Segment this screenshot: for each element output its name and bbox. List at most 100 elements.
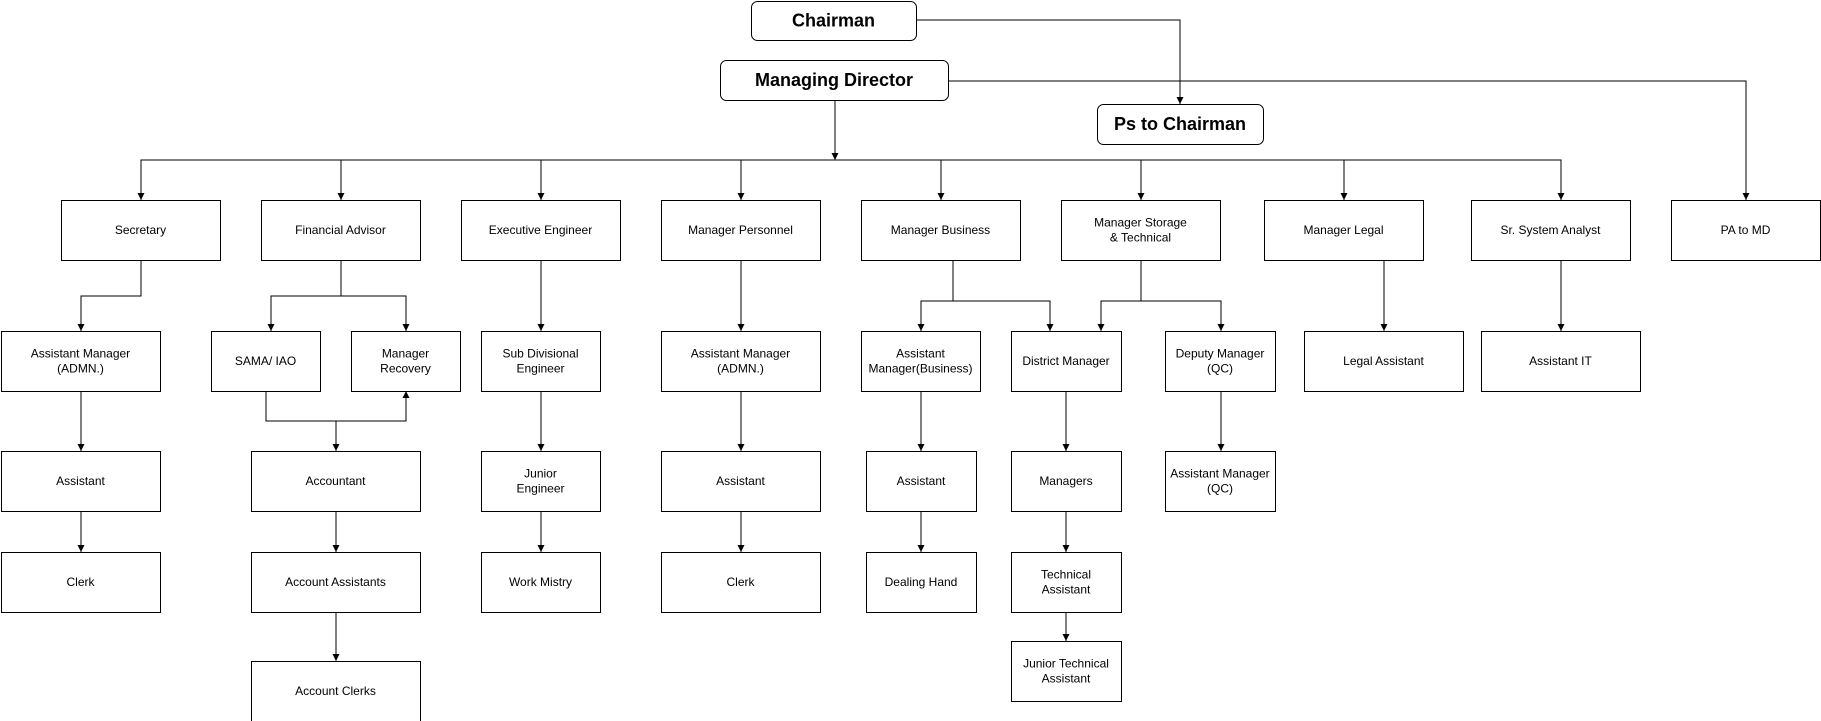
node-label: (ADMN.) [717, 362, 764, 376]
node-dm: District Manager [1011, 331, 1122, 392]
connector-fa-to-sama [267, 260, 342, 331]
node-box [481, 552, 601, 613]
node-box [861, 200, 1021, 261]
node-mb: Manager Business [861, 200, 1021, 261]
node-box [1, 331, 161, 392]
node-label: Clerk [66, 575, 95, 589]
node-mb-asst: Assistant [866, 451, 977, 512]
node-sec-asst: Assistant [1, 451, 161, 512]
node-label: Assistant [1042, 583, 1091, 597]
node-box [861, 331, 981, 392]
node-label: Manager Storage [1094, 216, 1187, 230]
node-box [720, 60, 949, 101]
node-box [251, 451, 421, 512]
node-label: Technical [1041, 568, 1091, 582]
node-amqc: Assistant Manager(QC) [1165, 451, 1276, 512]
node-label: Assistant Manager [31, 347, 130, 361]
node-label: Clerk [726, 575, 755, 589]
node-label: (ADMN.) [57, 362, 104, 376]
node-box [1481, 331, 1641, 392]
node-pamd: PA to MD [1671, 200, 1821, 261]
node-box [1061, 200, 1221, 261]
node-box [751, 1, 917, 41]
connector-chairman-to-ps [916, 19, 1184, 104]
node-box [1011, 641, 1122, 702]
node-box [661, 200, 821, 261]
node-secretary: Secretary [61, 200, 221, 261]
node-box [351, 331, 461, 392]
node-sama: SAMA/ IAO [211, 331, 321, 392]
node-box [1165, 331, 1276, 392]
node-label: Ps to Chairman [1114, 114, 1246, 134]
node-label: Dealing Hand [885, 575, 958, 589]
node-box [1, 451, 161, 512]
node-sec-clerk: Clerk [1, 552, 161, 613]
node-label: Sr. System Analyst [1500, 223, 1601, 237]
node-label: Chairman [792, 11, 875, 31]
node-dh: Dealing Hand [866, 552, 977, 613]
node-mp-clerk: Clerk [661, 552, 821, 613]
node-box [1264, 200, 1424, 261]
node-managers: Managers [1011, 451, 1122, 512]
node-fa: Financial Advisor [261, 200, 421, 261]
node-box [251, 552, 421, 613]
node-box [1471, 200, 1631, 261]
node-label: Assistant Manager [1170, 467, 1269, 481]
node-mst: Manager Storage& Technical [1061, 200, 1221, 261]
node-box [1011, 552, 1122, 613]
node-mp-asst: Assistant [661, 451, 821, 512]
node-label: Assistant [897, 474, 946, 488]
node-label: Sub Divisional [502, 347, 578, 361]
node-label: Legal Assistant [1343, 354, 1424, 368]
node-mp-am: Assistant Manager(ADMN.) [661, 331, 821, 392]
connector-sama-to-accountant [265, 391, 410, 422]
node-label: Assistant [56, 474, 105, 488]
node-label: Executive Engineer [489, 223, 592, 237]
node-label: (QC) [1207, 482, 1233, 496]
node-box [261, 200, 421, 261]
node-label: Managers [1039, 474, 1092, 488]
node-box [1165, 451, 1276, 512]
node-label: Recovery [380, 362, 431, 376]
node-label: Deputy Manager [1176, 347, 1265, 361]
node-box [481, 331, 601, 392]
node-box [661, 451, 821, 512]
node-md: Managing Director [720, 60, 949, 101]
node-acc-clerks: Account Clerks [251, 661, 421, 721]
node-box [1097, 104, 1264, 145]
node-label: Managing Director [755, 70, 913, 90]
node-label: Assistant [896, 347, 945, 361]
node-label: Assistant IT [1529, 354, 1592, 368]
node-box [866, 552, 977, 613]
node-box [251, 661, 421, 721]
node-accountant: Accountant [251, 451, 421, 512]
node-label: Work Mistry [509, 575, 572, 589]
node-box [211, 331, 321, 392]
node-mp: Manager Personnel [661, 200, 821, 261]
node-label: Engineer [516, 362, 564, 376]
node-label: Account Assistants [285, 575, 386, 589]
node-label: Manager Business [891, 223, 990, 237]
node-box [866, 451, 977, 512]
node-label: Engineer [516, 482, 564, 496]
node-box [481, 451, 601, 512]
node-la: Legal Assistant [1304, 331, 1464, 392]
node-dmqc: Deputy Manager(QC) [1165, 331, 1276, 392]
node-label: SAMA/ IAO [235, 354, 296, 368]
node-acc-asst: Account Assistants [251, 552, 421, 613]
node-label: Manager Personnel [688, 223, 793, 237]
node-ps: Ps to Chairman [1097, 104, 1264, 145]
connector-md-to-secretary [137, 100, 836, 200]
node-ml: Manager Legal [1264, 200, 1424, 261]
node-box [461, 200, 621, 261]
node-label: Financial Advisor [295, 223, 386, 237]
node-label: Manager Legal [1303, 223, 1383, 237]
node-box [1011, 451, 1122, 512]
node-ssa: Sr. System Analyst [1471, 200, 1631, 261]
